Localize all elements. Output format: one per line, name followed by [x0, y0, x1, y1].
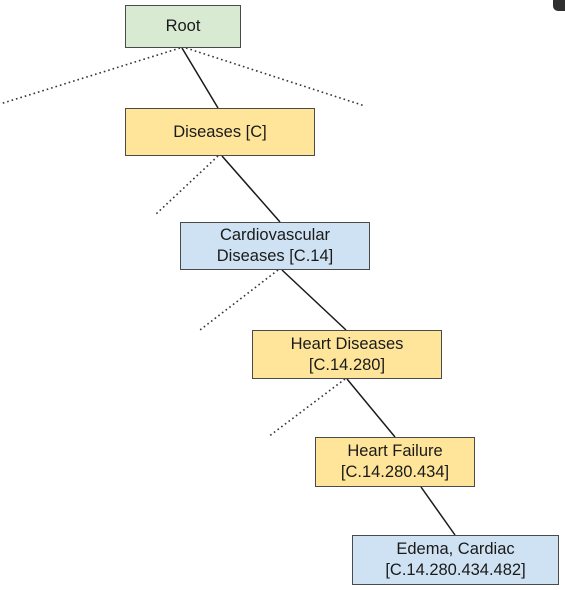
edge-heart-failure-edema-cardiac [420, 486, 456, 536]
node-cardiovascular-label-line-2: Diseases [C.14] [216, 247, 334, 265]
node-diseases-label-line-1: Diseases [C] [173, 122, 267, 141]
node-heart-failure-label-line-1: Heart Failure [347, 442, 443, 460]
edge-root-diseases [181, 47, 219, 109]
node-edema-cardiac-label-line-1: Edema, Cardiac [396, 540, 515, 558]
node-heart-failure-label-line-2: [C.14.280.434] [340, 463, 450, 481]
node-heart-diseases: Heart Diseases [C.14.280] [252, 330, 442, 379]
node-diseases: Diseases [C] [125, 108, 315, 156]
node-cardiovascular-label-line-1: Cardiovascular [219, 226, 331, 244]
dotted-branch-cardiovascular [199, 269, 279, 331]
dotted-branch-root-left [0, 47, 181, 105]
node-heart-failure: Heart Failure [C.14.280.434] [315, 437, 475, 487]
edge-heart-diseases-heart-failure [346, 378, 396, 438]
node-root-label-line-1: Root [165, 17, 201, 35]
node-cardiovascular-diseases: Cardiovascular Diseases [C.14] [180, 222, 370, 270]
edge-diseases-cardiovascular [221, 155, 281, 223]
node-root: Root [125, 5, 241, 48]
node-heart-diseases-label-line-2: [C.14.280] [308, 355, 386, 374]
edge-cardiovascular-heart-diseases [281, 269, 347, 331]
corner-mark-icon [553, 0, 565, 11]
node-heart-diseases-label-line-1: Heart Diseases [290, 334, 404, 353]
node-edema-cardiac: Edema, Cardiac [C.14.280.434.482] [352, 535, 559, 585]
dotted-branch-diseases [154, 155, 219, 216]
node-edema-cardiac-label-line-2: [C.14.280.434.482] [385, 561, 526, 579]
dotted-branch-root-right [185, 47, 366, 107]
dotted-branch-heart-diseases [267, 378, 346, 438]
